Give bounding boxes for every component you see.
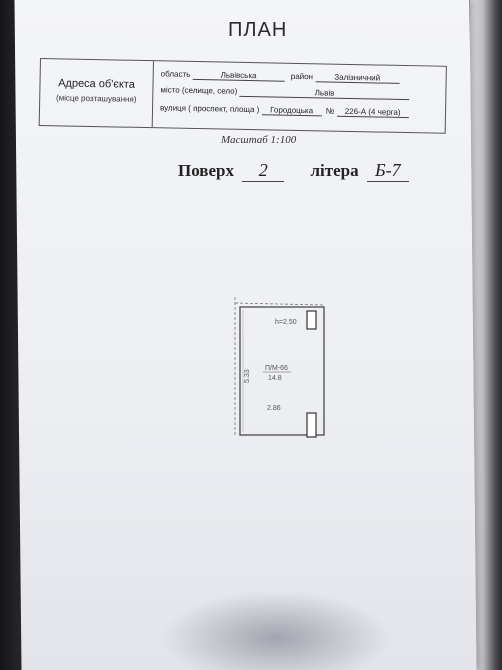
vulytsia-label: вулиця ( проспект, площа )	[159, 103, 260, 115]
address-table: Адреса об'єкта (місце розташування) обла…	[38, 58, 447, 134]
address-row-misto: місто (селище, село) Львів	[160, 85, 410, 101]
raion-value: Залізничний	[315, 72, 400, 84]
number-label: №	[325, 106, 335, 116]
floor-plan: h=2.50 П/М-66 14.8 2.86 5.33	[234, 297, 325, 438]
shadow	[160, 590, 392, 670]
document-title: ПЛАН	[228, 19, 288, 41]
floor-value: 2	[242, 160, 285, 182]
room-outline	[239, 306, 325, 436]
scale-label: Масштаб 1:100	[221, 134, 297, 146]
vulytsia-value: Городоцька	[261, 105, 322, 117]
address-label: Адреса об'єкта	[58, 77, 135, 91]
room-area: 14.8	[268, 375, 282, 382]
address-sublabel: (місце розташування)	[55, 93, 137, 104]
misto-label: місто (селище, село)	[160, 85, 238, 96]
address-row-vulytsia: вулиця ( проспект, площа ) Городоцька № …	[159, 103, 409, 119]
top-dimension-line	[234, 302, 324, 306]
address-label-cell: Адреса об'єкта (місце розташування)	[39, 59, 154, 128]
width-label: 2.86	[267, 405, 281, 412]
address-row-oblast: область Львівська район Залізничний	[161, 69, 400, 84]
misto-value: Львів	[239, 86, 410, 101]
litera-value: Б-7	[366, 160, 409, 182]
door-bottom	[306, 412, 317, 438]
room-label: П/М-66	[265, 365, 288, 372]
litera-label: літера	[310, 161, 359, 180]
window-top	[306, 310, 317, 330]
floor-line: Поверх 2 літера Б-7	[178, 160, 409, 182]
height-label: h=2.50	[275, 319, 297, 326]
raion-label: район	[290, 71, 314, 82]
oblast-label: область	[160, 69, 191, 79]
length-label: 5.33	[244, 369, 251, 383]
number-value: 226-А (4 черга)	[336, 106, 409, 119]
floor-label: Поверх	[178, 161, 234, 180]
oblast-value: Львівська	[192, 69, 285, 82]
